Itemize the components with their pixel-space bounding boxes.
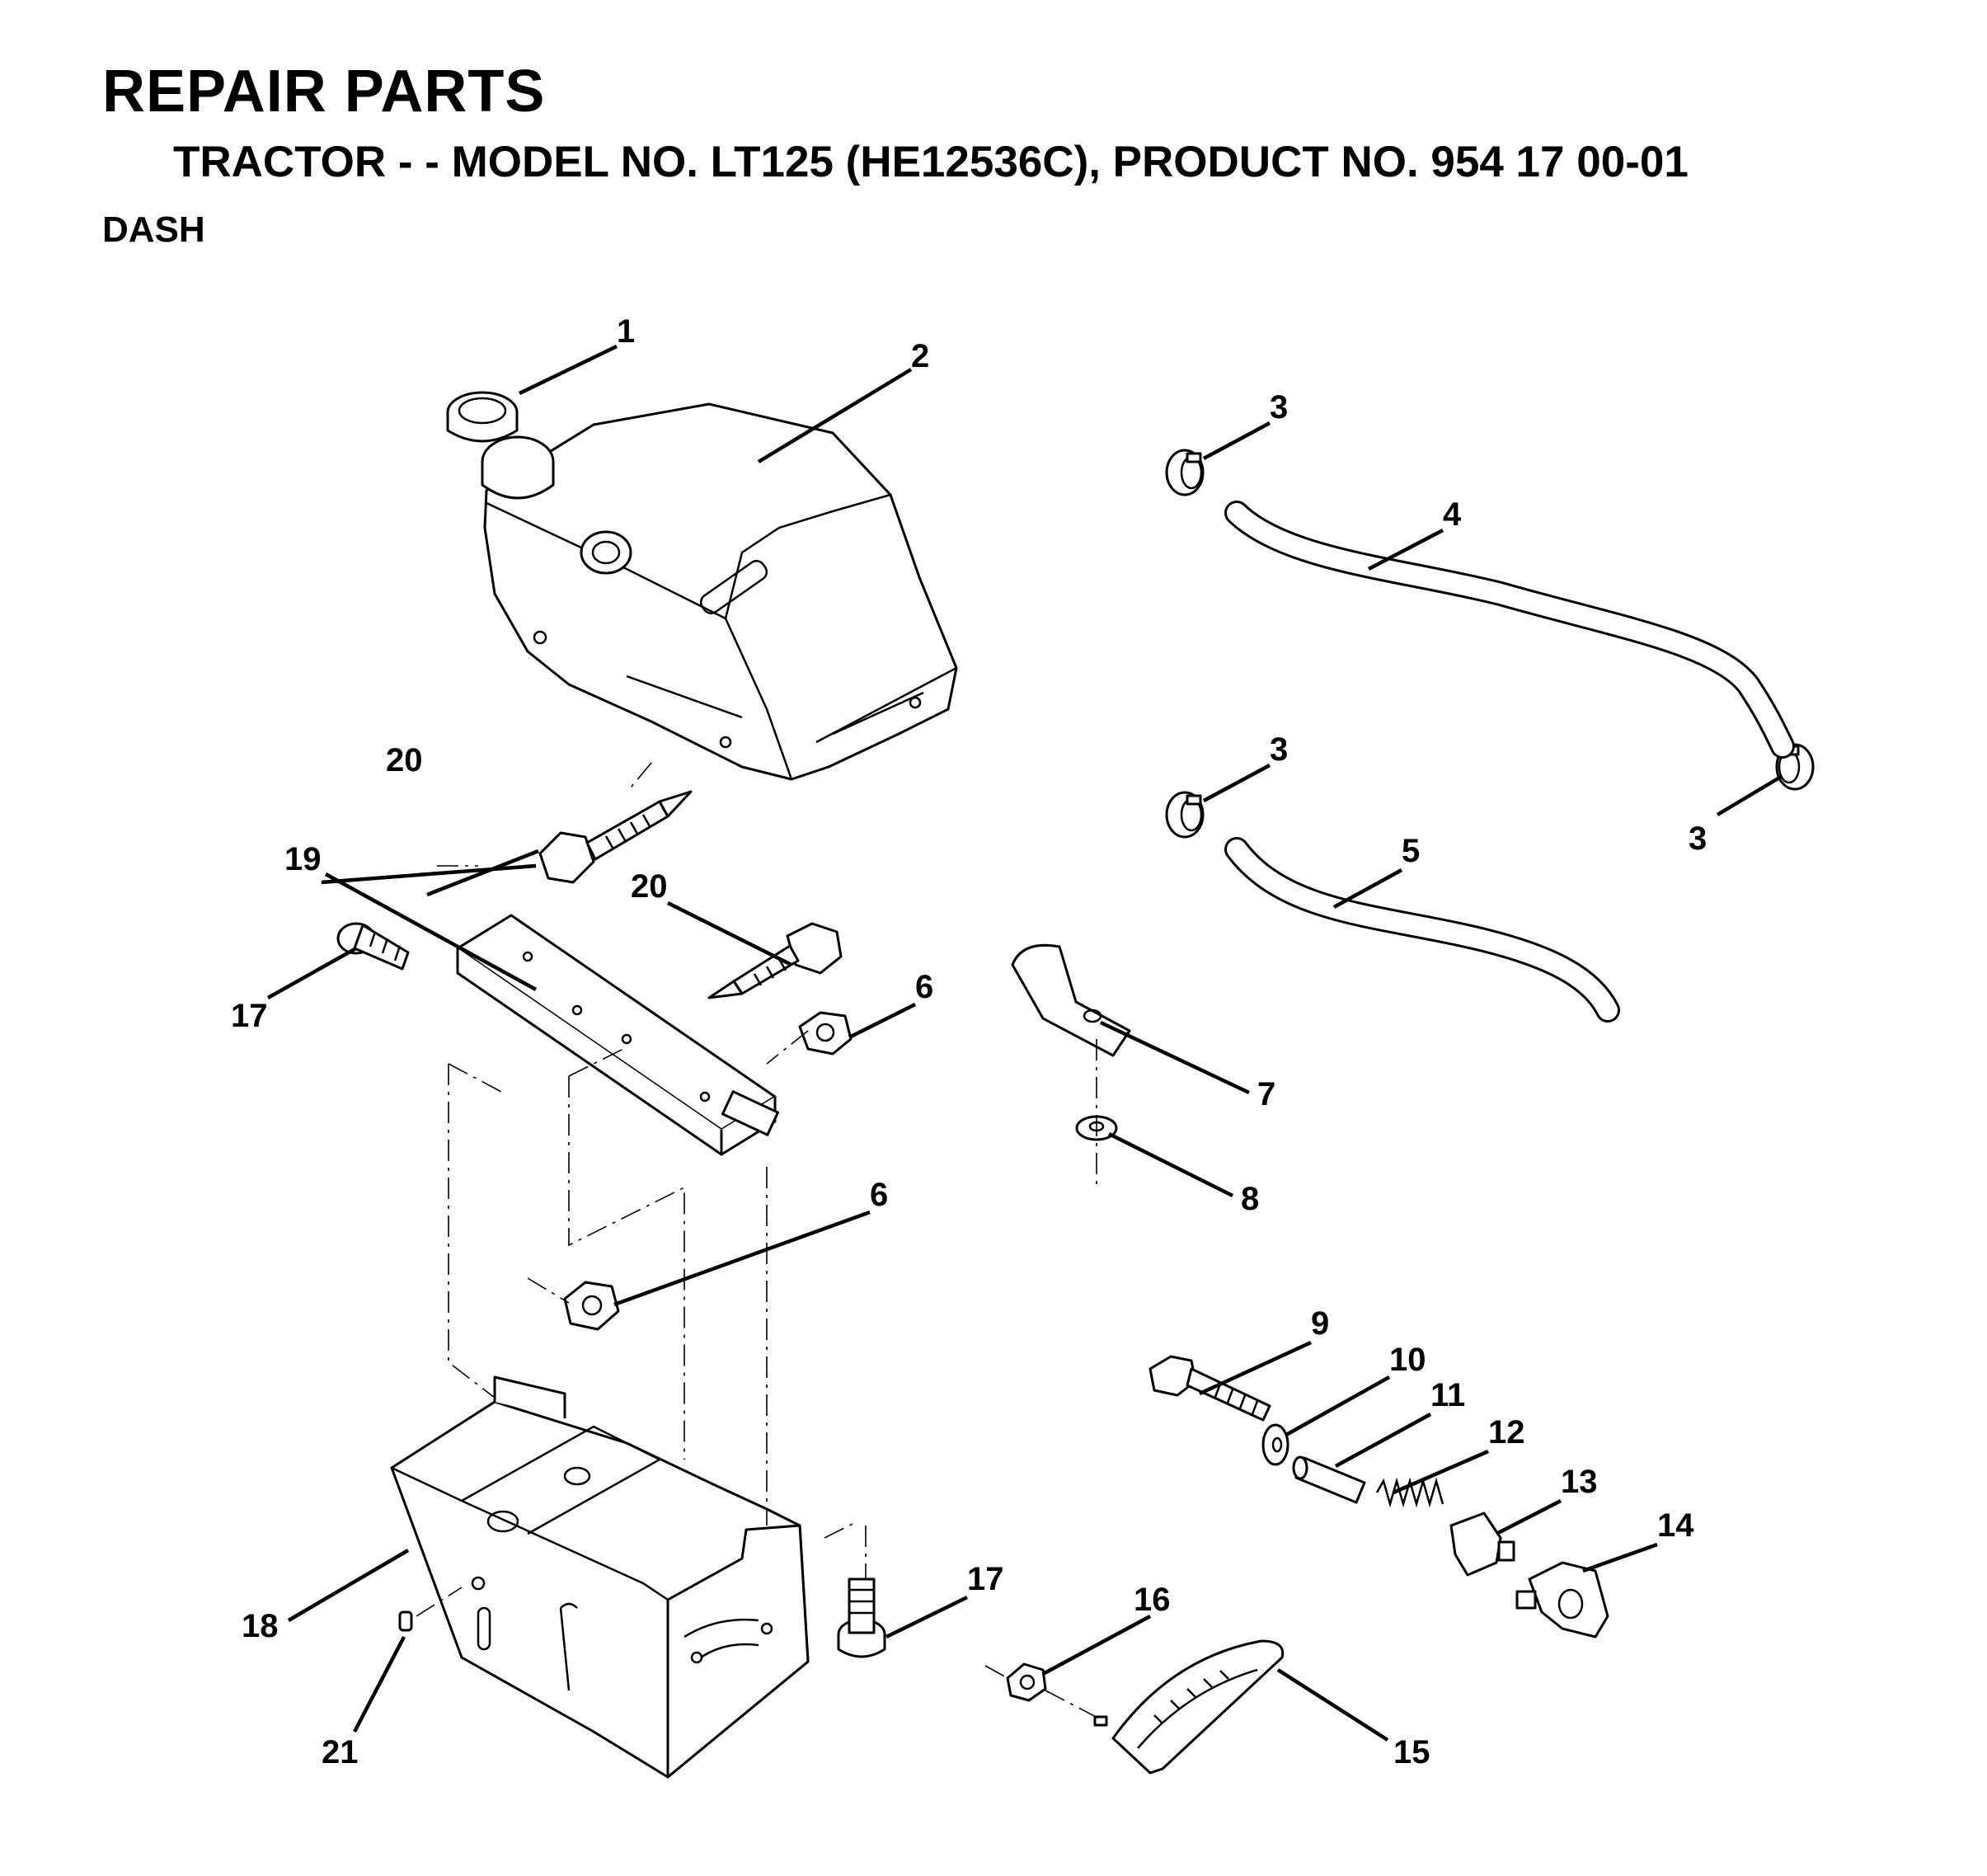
fuel-cap-part: [446, 391, 519, 443]
washer-part-10: [1261, 1423, 1289, 1466]
callout-9: 9: [1311, 1305, 1329, 1342]
nut-part-upper: [798, 1011, 853, 1056]
callout-16: 16: [1134, 1582, 1171, 1618]
decal-quadrant-part: [1093, 1639, 1285, 1775]
callout-13: 13: [1561, 1464, 1598, 1500]
callout-6-lower: 6: [870, 1177, 888, 1213]
housing-part-14: [1515, 1561, 1609, 1639]
callout-12: 12: [1488, 1414, 1525, 1450]
nut-part-16: [1006, 1662, 1047, 1702]
screw-part-lower: [707, 922, 843, 999]
callout-numbers: 1 2 3 3 3 4 5 6 6 7 8 9 10 11 12 13 14 1…: [231, 313, 1707, 1770]
nut-part-lower: [563, 1281, 620, 1331]
callout-18: 18: [242, 1608, 279, 1644]
callout-15: 15: [1393, 1734, 1430, 1770]
callout-7: 7: [1257, 1076, 1275, 1112]
callout-19: 19: [284, 841, 322, 877]
bracket-part: [456, 914, 780, 1156]
callout-11: 11: [1430, 1377, 1465, 1413]
assembly-alignment-lines: [416, 762, 1102, 1720]
hose-clamp-part-upper-left: [1165, 449, 1205, 496]
page-title: REPAIR PARTS: [102, 59, 546, 125]
callout-2: 2: [911, 338, 929, 374]
callout-5: 5: [1402, 833, 1420, 869]
callout-1: 1: [617, 313, 635, 350]
callout-3-right: 3: [1689, 820, 1707, 857]
callout-21: 21: [322, 1734, 359, 1770]
hose-clamp-part-lower-left: [1165, 791, 1205, 839]
bolt-part-upper: [336, 922, 410, 971]
dash-panel-part: [390, 1375, 810, 1779]
screw-part-upper: [538, 790, 693, 884]
fuel-hose-short-part: [1224, 837, 1620, 1023]
callout-8: 8: [1241, 1181, 1259, 1217]
callout-4: 4: [1443, 496, 1462, 533]
callout-6-upper: 6: [915, 969, 933, 1005]
callout-3-middle: 3: [1270, 731, 1288, 768]
callout-20-upper: 20: [386, 742, 423, 778]
callout-17-lower: 17: [967, 1561, 1004, 1597]
bolt-part-lower: [837, 1577, 886, 1658]
section-label: DASH: [102, 209, 205, 250]
small-screw-part: [398, 1610, 413, 1632]
fuel-hose-long-part: [1224, 501, 1795, 759]
callout-17-upper: 17: [231, 998, 268, 1034]
spring-part-12: [1375, 1477, 1444, 1508]
spacer-part-11: [1292, 1455, 1366, 1504]
callout-14: 14: [1657, 1507, 1694, 1544]
fuel-tank-part: [481, 402, 958, 781]
callout-10: 10: [1389, 1342, 1426, 1378]
callout-20-lower: 20: [631, 868, 668, 905]
hose-clip-part: [1011, 943, 1131, 1057]
model-subtitle: TRACTOR - - MODEL NO. LT125 (HE12536C), …: [173, 138, 1689, 186]
bolt-part-9: [1149, 1355, 1271, 1422]
plunger-part-13: [1449, 1512, 1515, 1577]
callout-3-upper: 3: [1270, 389, 1288, 426]
callout-leaders: [266, 344, 1783, 1742]
